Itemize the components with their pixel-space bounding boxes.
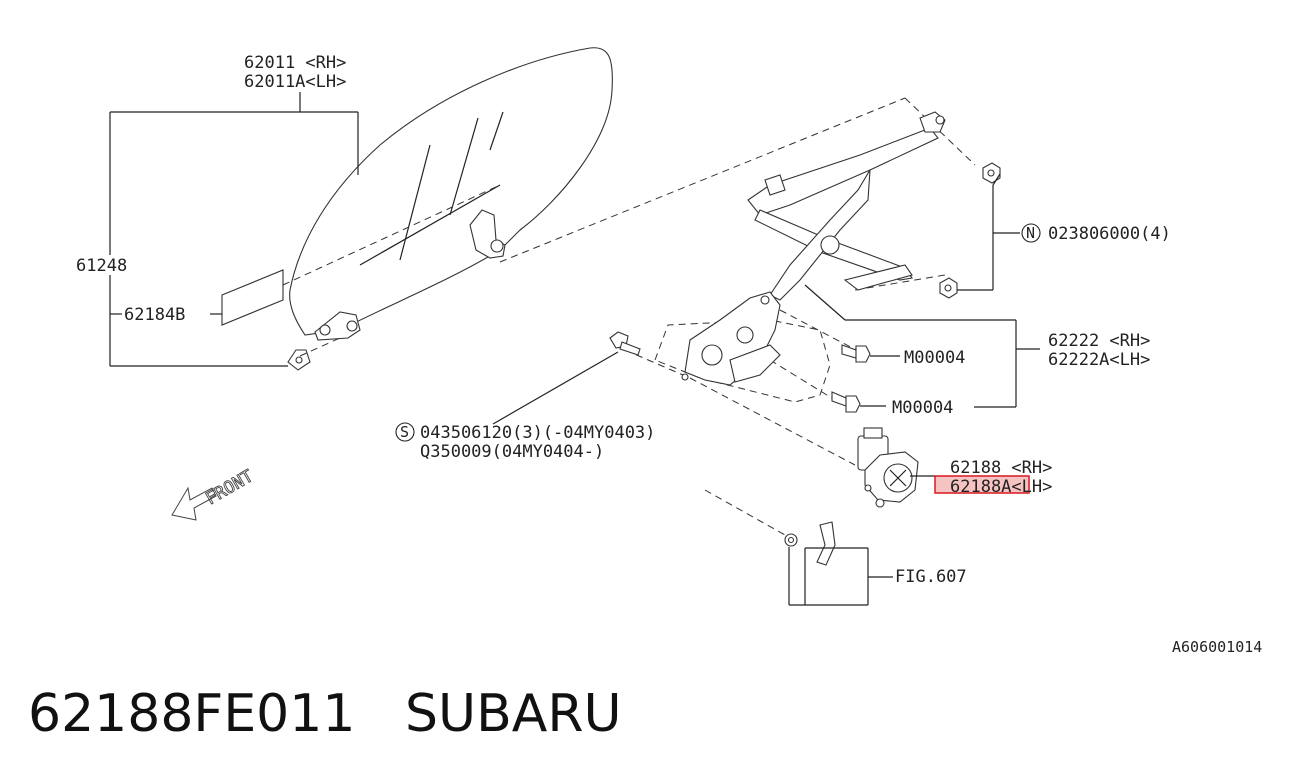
label-motor-lh: 62188A<LH> [950,477,1052,497]
glass-bracket-lines [109,92,359,367]
fig607-bracket [788,547,893,606]
label-glass-lh: 62011A<LH> [244,72,346,92]
label-regulator-lh: 62222A<LH> [1048,350,1150,370]
nut-lower[interactable] [939,277,958,299]
screw[interactable] [609,331,641,356]
window-regulator[interactable] [681,111,946,386]
screw-symbol-icon [395,422,415,442]
bolt-upper[interactable] [841,344,900,363]
label-nut-symbol: N [1026,224,1035,242]
label-fig-ref: FIG.607 [895,567,967,587]
label-bolt-upper: M00004 [904,348,965,368]
nut-leader [957,173,1020,291]
label-group-61248: 61248 [76,256,127,276]
label-screw-code-1: 043506120(3)(-04MY0403) [420,423,655,443]
label-sticker: 62184B [124,305,185,325]
door-glass[interactable] [289,47,613,341]
part-number: 62188FE011 [28,684,356,744]
label-screw-code-2: Q350009(04MY0404-) [420,442,604,462]
highlight-62188a[interactable] [934,475,1030,494]
screw-leader [492,351,619,425]
nut-symbol-icon [1021,223,1041,243]
label-motor-rh: 62188 <RH> [950,458,1052,478]
front-label: FRONT [203,466,257,509]
label-screw-symbol: S [400,423,409,441]
regulator-handle[interactable] [784,521,836,566]
part-title: 62188FE011 SUBARU [28,684,622,744]
dashed-guides [282,97,976,536]
front-arrow-icon: FRONT [171,466,257,521]
bolt-lower[interactable] [831,391,886,413]
regulator-leader [804,284,1040,408]
label-regulator-rh: 62222 <RH> [1048,331,1150,351]
brand-name: SUBARU [405,684,622,744]
label-glass-rh: 62011 <RH> [244,53,346,73]
window-motor[interactable] [857,427,919,508]
glass-clip[interactable] [287,349,311,371]
sticker-62184b[interactable] [221,269,284,326]
nut-upper[interactable] [982,162,1001,184]
label-bolt-lower: M00004 [892,398,953,418]
diagram-id: A606001014 [1172,638,1262,656]
label-nut-code: 023806000(4) [1048,224,1171,244]
